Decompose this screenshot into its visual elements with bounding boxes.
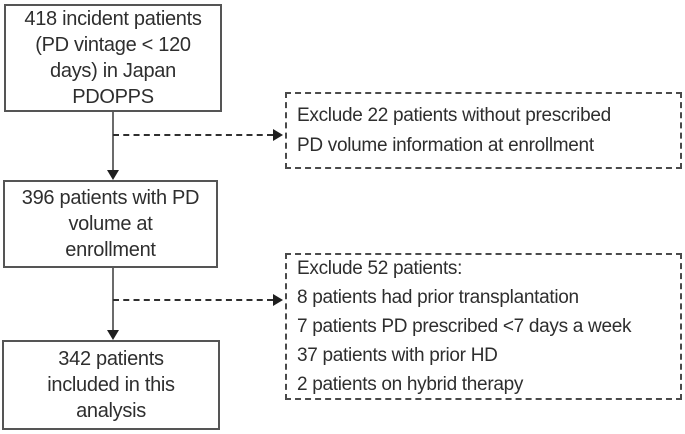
arrowhead-down-icon — [107, 170, 119, 180]
flow-box-exclusion-52: Exclude 52 patients: 8 patients had prio… — [285, 253, 682, 400]
flow-box-final-cohort: 342 patients included in this analysis — [2, 340, 220, 430]
arrowhead-right-icon — [273, 294, 283, 306]
flow-box-exclusion-22: Exclude 22 patients without prescribed P… — [285, 92, 682, 169]
flow-box-initial-cohort: 418 incident patients (PD vintage < 120 … — [4, 4, 222, 112]
dashed-arrow-line-1 — [113, 134, 273, 136]
arrow-down-line-1 — [112, 112, 114, 170]
arrowhead-right-icon — [273, 129, 283, 141]
dashed-arrow-line-2 — [113, 299, 273, 301]
arrowhead-down-icon — [107, 330, 119, 340]
flow-box-pd-volume-cohort: 396 patients with PD volume at enrollmen… — [3, 180, 218, 268]
